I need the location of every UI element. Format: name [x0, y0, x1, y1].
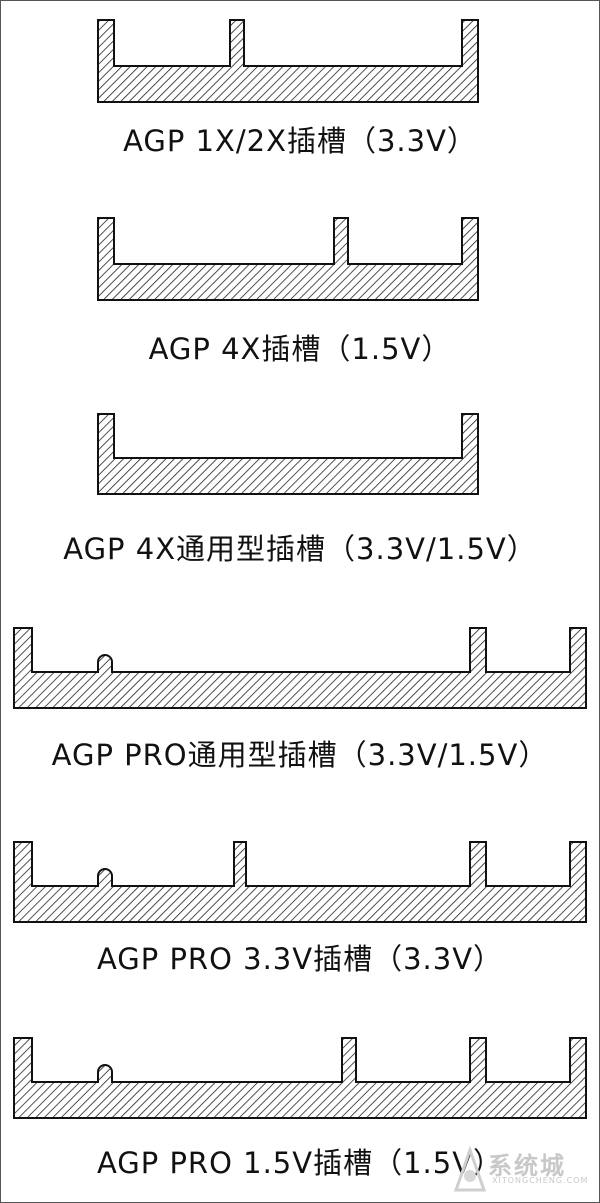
slot-label: AGP PRO 1.5V插槽（1.5V）	[96, 1146, 504, 1180]
watermark-logo-icon	[453, 1145, 487, 1192]
slot-diagram-agp-pro-universal	[0, 624, 600, 714]
slot-diagram-agp-4x	[0, 216, 600, 306]
watermark-text: 系统城	[488, 1152, 566, 1180]
slot-label: AGP 4X插槽（1.5V）	[148, 332, 452, 366]
slot-diagram-agp-1x-2x	[0, 18, 600, 108]
slot-diagram-agp-4x-universal	[0, 412, 600, 502]
slot-label: AGP 1X/2X插槽（3.3V）	[123, 124, 477, 158]
slot-label: AGP PRO通用型插槽（3.3V/1.5V）	[51, 738, 549, 772]
slot-label: AGP PRO 3.3V插槽（3.3V）	[96, 942, 504, 976]
slot-diagram-agp-pro-3-3v	[0, 838, 600, 928]
slot-label: AGP 4X通用型插槽（3.3V/1.5V）	[63, 532, 537, 566]
slot-diagram-agp-pro-1-5v	[0, 1034, 600, 1124]
watermark-subtext: XITONGCHENG.COM	[492, 1176, 589, 1185]
